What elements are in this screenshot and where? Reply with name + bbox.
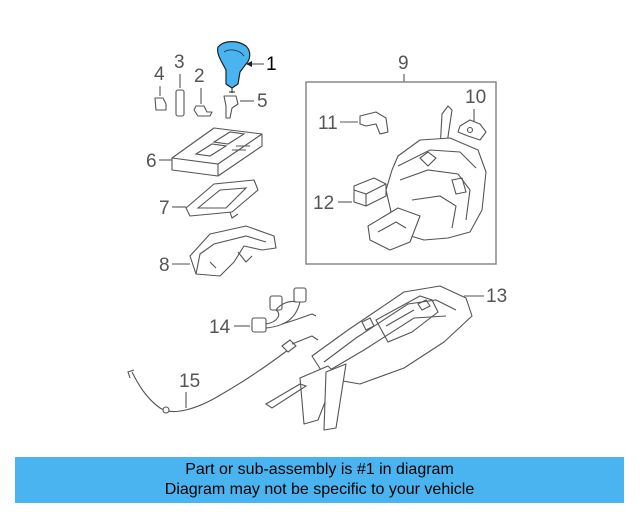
part-3-pin xyxy=(175,89,185,117)
part-11-bracket xyxy=(359,111,389,135)
part-8-base-housing xyxy=(189,225,277,277)
callout-8: 8 xyxy=(159,255,170,276)
part-5-insert xyxy=(223,95,239,119)
shifter-assembly xyxy=(367,105,487,251)
part-14-harness xyxy=(251,287,317,333)
part-15-cable xyxy=(127,335,319,414)
part-2-clip xyxy=(193,105,213,117)
part-7-bezel xyxy=(185,179,259,219)
callout-2: 2 xyxy=(194,66,205,87)
callout-4: 4 xyxy=(154,64,165,85)
callout-7: 7 xyxy=(159,198,170,219)
part-13-console xyxy=(264,285,473,431)
callout-3: 3 xyxy=(174,52,185,73)
part-4-bracket xyxy=(154,97,167,111)
callout-9: 9 xyxy=(398,53,409,74)
callout-14: 14 xyxy=(209,317,231,338)
part-1-shift-knob[interactable] xyxy=(217,41,251,93)
assembly-9-box xyxy=(305,81,497,265)
callout-13: 13 xyxy=(486,286,507,307)
banner-line-1: Part or sub-assembly is #1 in diagram xyxy=(185,461,454,478)
info-banner: Part or sub-assembly is #1 in diagram Di… xyxy=(15,457,624,503)
part-12-switch xyxy=(353,177,387,207)
callout-15: 15 xyxy=(179,371,200,392)
callout-12: 12 xyxy=(313,193,334,214)
callout-11: 11 xyxy=(318,113,338,134)
callout-1: 1 xyxy=(266,54,277,75)
banner-line-2: Diagram may not be specific to your vehi… xyxy=(164,481,475,498)
callout-6: 6 xyxy=(146,151,157,172)
callout-5: 5 xyxy=(257,91,268,112)
part-6-indicator-panel xyxy=(171,127,263,177)
part-10-bracket xyxy=(457,119,487,141)
callout-10: 10 xyxy=(465,87,486,108)
